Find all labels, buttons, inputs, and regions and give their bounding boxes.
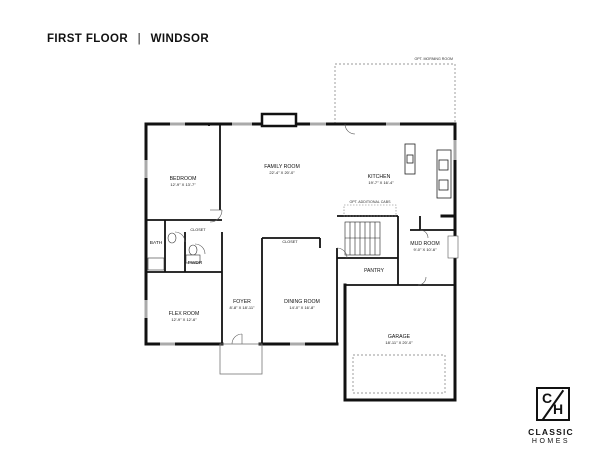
fireplace	[260, 112, 298, 128]
kitchen-size: 19'-7" X 16'-4"	[368, 180, 394, 185]
logo-letter-c: C	[542, 390, 553, 406]
doors	[174, 123, 429, 345]
family-room-size: 22'-4" X 20'-0"	[269, 170, 295, 175]
stairs	[344, 221, 381, 256]
mud-room-size: 9'-0" X 10'-6"	[413, 247, 437, 252]
room-labels: FAMILY ROOM 22'-4" X 20'-0" KITCHEN 19'-…	[150, 164, 440, 345]
windows	[144, 122, 457, 346]
plan-title: FIRST FLOOR | WINDSOR	[47, 33, 209, 45]
front-porch	[219, 343, 263, 375]
bath-label: BATH	[150, 240, 163, 246]
kitchen-name: KITCHEN	[368, 174, 391, 180]
bedroom-name: BEDROOM	[170, 176, 197, 182]
bath-fixtures	[147, 232, 201, 271]
bedroom-size: 12'-9" X 13'-7"	[170, 182, 196, 187]
logo-mark: C H	[536, 387, 570, 421]
logo-text-homes: HOMES	[531, 438, 571, 445]
interior-walls	[146, 124, 455, 344]
floor-label: FIRST FLOOR	[47, 33, 129, 45]
dining-room-name: DINING ROOM	[284, 299, 320, 305]
logo-text-classic: CLASSIC	[528, 427, 574, 437]
title-separator: |	[137, 33, 142, 45]
garage-door	[352, 354, 446, 394]
model-name: WINDSOR	[150, 33, 210, 45]
foyer-name: FOYER	[233, 299, 251, 305]
logo-letter-h: H	[553, 401, 564, 417]
opt-morning-room-label: OPT. MORNING ROOM	[414, 57, 453, 61]
dining-room-size: 14'-0" X 16'-8"	[289, 305, 315, 310]
mud-room-name: MUD ROOM	[410, 241, 439, 247]
closet-dining-label: CLOSET	[282, 240, 298, 244]
kitchen-fixtures	[404, 143, 452, 199]
side-entry	[447, 235, 459, 259]
garage-name: GARAGE	[388, 334, 411, 340]
garage-size: 18'-11" X 20'-0"	[385, 340, 413, 345]
opt-cabinets-outline	[343, 204, 397, 217]
flex-room-name: FLEX ROOM	[169, 311, 200, 317]
pwdr-label: PWDR	[188, 260, 203, 266]
foyer-size: 8'-8" X 18'-11"	[230, 305, 256, 310]
flex-room-size: 12'-9" X 12'-6"	[171, 317, 197, 322]
closet-bedroom-label: CLOSET	[190, 228, 206, 232]
pantry-label: PANTRY	[364, 268, 384, 274]
opt-morning-room-outline	[334, 63, 456, 124]
family-room-name: FAMILY ROOM	[264, 164, 300, 170]
opt-cabinets-label: OPT. ADDITIONAL CABS	[349, 200, 391, 204]
